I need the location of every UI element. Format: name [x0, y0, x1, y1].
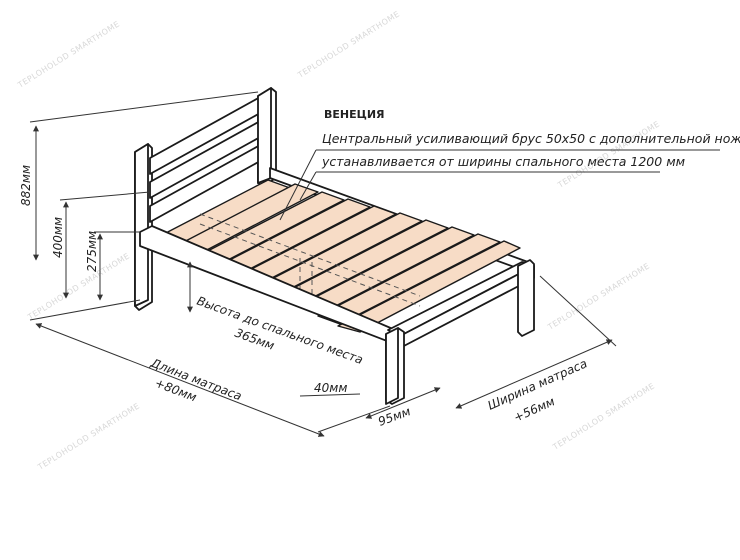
slats: [159, 179, 521, 333]
dim-40: 40мм: [314, 381, 347, 395]
note-line-2: устанавливается от ширины спального мест…: [321, 154, 685, 169]
note-line-1: Центральный усиливающий брус 50х50 с доп…: [322, 131, 740, 146]
dimension-lines: [29, 91, 720, 437]
watermark-text: TEPLOHOLOD SMARTHOME: [35, 401, 141, 472]
watermark-text: TEPLOHOLOD SMARTHOME: [545, 261, 651, 332]
headboard: [134, 87, 277, 311]
frame-near: [139, 225, 535, 405]
watermark-text: TEPLOHOLOD SMARTHOME: [550, 381, 656, 452]
dim-275: 275мм: [85, 231, 99, 272]
watermark-text: TEPLOHOLOD SMARTHOME: [15, 19, 121, 90]
dim-95: 95мм: [376, 404, 412, 429]
dim-total-height: 882мм: [19, 165, 33, 206]
model-title: ВЕНЕЦИЯ: [324, 108, 385, 121]
watermark-text: TEPLOHOLOD SMARTHOME: [295, 9, 401, 80]
dim-400: 400мм: [51, 217, 65, 258]
